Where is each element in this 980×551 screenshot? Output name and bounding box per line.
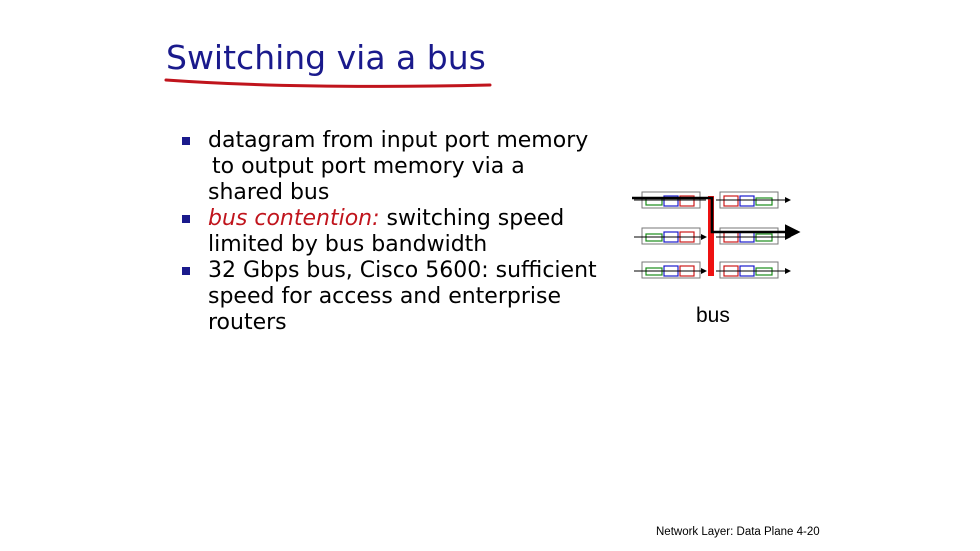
bullet-text: speed for access and enterprise xyxy=(208,284,562,309)
bullet-marker xyxy=(182,215,190,223)
bullet-item: 32 Gbps bus, Cisco 5600: sufficient spee… xyxy=(180,258,620,336)
footer: Network Layer: Data Plane 4-20 xyxy=(656,526,820,538)
bullet-text: datagram from input port memory xyxy=(208,128,589,153)
bus-contention-label: bus contention: xyxy=(208,206,380,231)
bullet-text: limited by bus bandwidth xyxy=(208,232,488,257)
bus-label: bus xyxy=(696,304,730,327)
datagram-path-arrow xyxy=(632,196,801,240)
output-port xyxy=(716,261,791,279)
input-port xyxy=(634,227,707,245)
bullet-text: switching speed xyxy=(386,206,565,231)
bullet-item: bus contention: switching speed limited … xyxy=(180,206,620,258)
bullet-marker xyxy=(182,267,190,275)
output-port xyxy=(716,227,791,245)
bullet-text: routers xyxy=(208,310,287,335)
bullet-text: to output port memory via a xyxy=(212,154,525,179)
input-port xyxy=(634,261,707,279)
bullet-marker xyxy=(182,137,190,145)
input-port xyxy=(634,191,706,209)
output-port xyxy=(716,191,791,209)
slide-title: Switching via a bus xyxy=(166,38,486,77)
bullet-item: datagram from input port memory to outpu… xyxy=(180,128,620,206)
bus-line xyxy=(708,196,714,276)
title-underline xyxy=(164,78,492,88)
bullet-list: datagram from input port memory to outpu… xyxy=(180,128,620,336)
bus-switch-diagram xyxy=(632,191,801,279)
bullet-text: 32 Gbps bus, Cisco 5600: sufficient xyxy=(208,258,597,283)
bullet-line: bus contention: switching speed xyxy=(208,206,620,232)
bullet-text: shared bus xyxy=(208,180,330,205)
